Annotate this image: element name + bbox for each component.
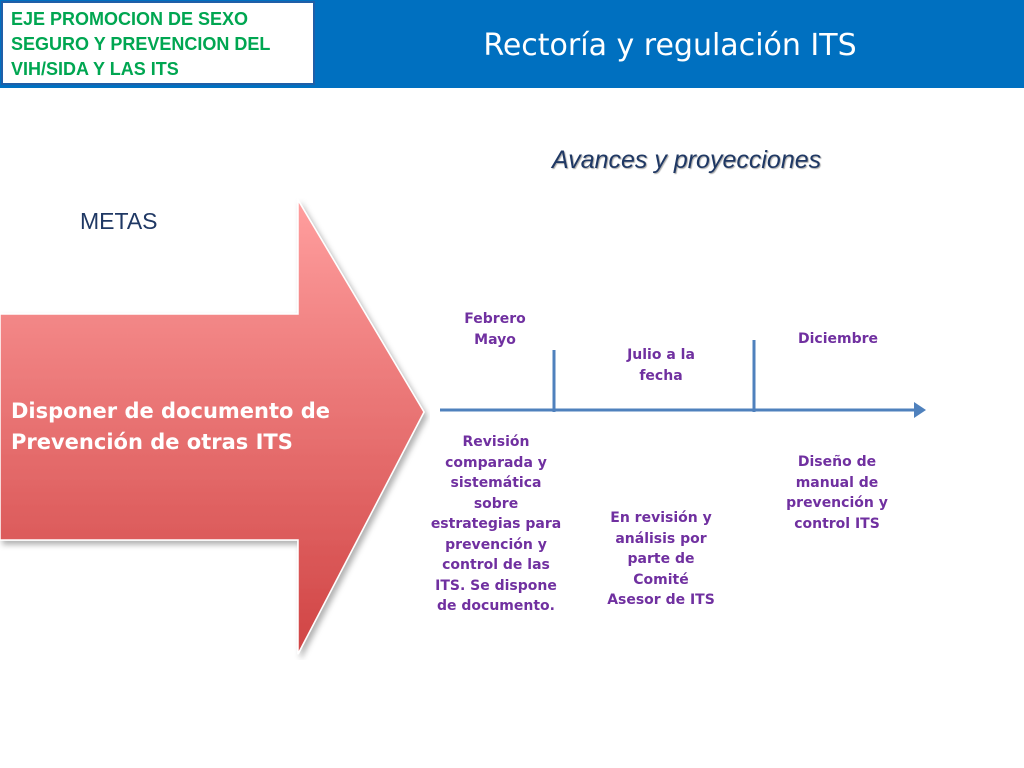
description-line: de documento. <box>437 598 555 614</box>
eje-label-box: EJE PROMOCION DE SEXO SEGURO Y PREVENCIO… <box>1 1 315 85</box>
period-label-line: Febrero <box>464 311 526 327</box>
goal-arrow-shape <box>0 198 425 655</box>
description-line: prevención y <box>445 536 547 553</box>
period-label-dec: Diciembre <box>788 329 888 350</box>
description-line: prevención y <box>786 495 888 511</box>
timeline <box>440 340 926 418</box>
period-description-feb-may: Revisión comparada y sistemática sobre e… <box>426 432 566 617</box>
description-line: sobre <box>473 495 519 512</box>
metas-label: METAS <box>80 208 158 234</box>
period-label-line: fecha <box>639 367 683 384</box>
timeline-arrowhead <box>914 402 926 418</box>
eje-line: VIH/SIDA Y LAS ITS <box>11 59 179 79</box>
period-label-line: Mayo <box>474 331 516 348</box>
description-line: En revisión y <box>610 510 712 526</box>
description-line: manual de <box>795 474 879 491</box>
goal-line: Prevención de otras ITS <box>11 430 293 454</box>
subtitle: Avances y proyecciones <box>552 146 822 174</box>
description-line: Diseño de <box>797 454 877 470</box>
goal-arrow <box>0 198 425 655</box>
description-line: Comité <box>633 571 689 588</box>
period-description-dec: Diseño de manual de prevención y control… <box>772 452 902 534</box>
eje-line: EJE PROMOCION DE SEXO <box>11 9 249 29</box>
description-line: control ITS <box>794 515 880 532</box>
description-line: Revisión <box>462 434 530 450</box>
period-label-jul: Julio a la fecha <box>611 345 711 386</box>
description-line: sistemática <box>450 475 542 491</box>
description-line: parte de <box>627 551 695 567</box>
goal-text: Disponer de documento de Prevención de o… <box>11 396 331 458</box>
period-label-line: Julio a la <box>627 347 695 363</box>
description-line: comparada y <box>445 454 547 471</box>
description-line: ITS. Se dispone <box>435 577 557 594</box>
goal-line: Disponer de documento de <box>11 399 331 423</box>
eje-line: SEGURO Y PREVENCION DEL <box>11 34 271 54</box>
description-line: Asesor de ITS <box>607 592 715 608</box>
slide-title: Rectoría y regulación ITS <box>483 28 857 63</box>
description-line: control de las <box>442 557 550 573</box>
description-line: análisis por <box>615 530 707 547</box>
period-label-line: Diciembre <box>797 331 879 347</box>
period-description-jul: En revisión y análisis por parte de Comi… <box>596 508 726 611</box>
period-label-feb-may: Febrero Mayo <box>445 309 545 350</box>
description-line: estrategias para <box>430 516 562 532</box>
